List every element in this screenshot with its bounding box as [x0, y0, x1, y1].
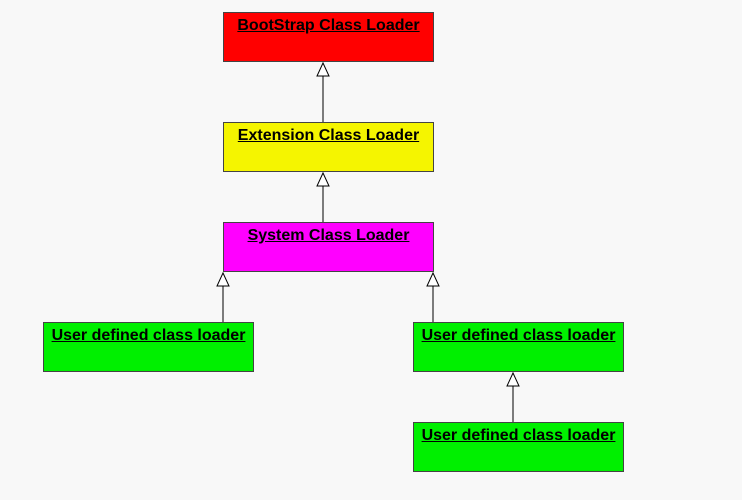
arrowhead-user3-to-user2	[506, 371, 520, 387]
user-defined-class-loader-node-left: User defined class loader	[43, 322, 254, 372]
bootstrap-class-loader-label: BootStrap Class Loader	[237, 17, 420, 34]
user-defined-class-loader-node-right: User defined class loader	[413, 322, 624, 372]
user-defined-class-loader-node-bottom: User defined class loader	[413, 422, 624, 472]
user-defined-class-loader-label: User defined class loader	[421, 327, 616, 344]
user-defined-class-loader-label: User defined class loader	[421, 427, 616, 444]
extension-class-loader-label: Extension Class Loader	[237, 127, 420, 144]
extension-class-loader-node: Extension Class Loader	[223, 122, 434, 172]
arrowhead-system-to-extension	[316, 171, 330, 187]
arrowhead-extension-to-bootstrap	[316, 61, 330, 77]
system-class-loader-label: System Class Loader	[247, 227, 410, 244]
system-class-loader-node: System Class Loader	[223, 222, 434, 272]
user-defined-class-loader-label: User defined class loader	[51, 327, 246, 344]
bootstrap-class-loader-node: BootStrap Class Loader	[223, 12, 434, 62]
arrowhead-user2-to-system	[426, 271, 440, 287]
arrowhead-user1-to-system	[216, 271, 230, 287]
